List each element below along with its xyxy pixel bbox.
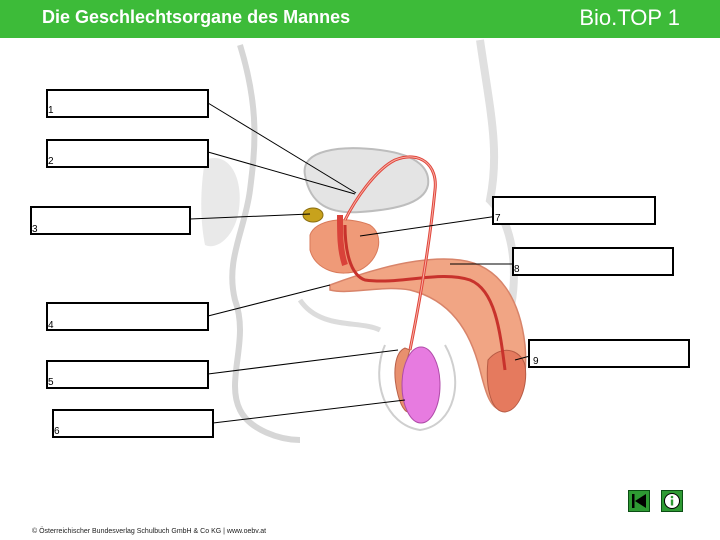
leader-line-9 bbox=[514, 355, 531, 361]
seminal-vesicle bbox=[302, 207, 324, 223]
copyright-footer: © Österreichischer Bundesverlag Schulbuc… bbox=[32, 528, 267, 535]
thigh-outline bbox=[297, 298, 382, 333]
header-bar: Die Geschlechtsorgane des Mannes Bio.TOP… bbox=[0, 0, 720, 38]
back-button[interactable] bbox=[628, 490, 650, 512]
label-box-9[interactable] bbox=[528, 339, 690, 368]
leader-line-6 bbox=[212, 399, 406, 424]
leader-line-1 bbox=[207, 102, 357, 194]
label-number-9: 9 bbox=[533, 356, 539, 367]
leader-line-3 bbox=[189, 213, 311, 220]
label-box-5[interactable] bbox=[46, 360, 209, 389]
label-number-3: 3 bbox=[32, 224, 38, 235]
hip-shadow bbox=[476, 39, 518, 342]
label-number-5: 5 bbox=[48, 377, 54, 388]
label-number-1: 1 bbox=[48, 105, 54, 116]
glans bbox=[486, 350, 527, 413]
scrotum-outline bbox=[378, 344, 457, 432]
testis bbox=[401, 346, 441, 424]
label-box-8[interactable] bbox=[512, 247, 674, 276]
label-box-1[interactable] bbox=[46, 89, 209, 118]
pelvic-bone bbox=[201, 158, 240, 247]
body-outline bbox=[229, 44, 301, 443]
label-box-2[interactable] bbox=[46, 139, 209, 168]
leader-line-2 bbox=[207, 151, 356, 195]
info-button[interactable] bbox=[661, 490, 683, 512]
leader-line-4 bbox=[207, 284, 331, 317]
label-box-3[interactable] bbox=[30, 206, 191, 235]
prostate bbox=[309, 219, 380, 274]
label-number-8: 8 bbox=[514, 264, 520, 275]
brand-label: Bio.TOP 1 bbox=[579, 5, 680, 30]
label-box-7[interactable] bbox=[492, 196, 656, 225]
page-title: Die Geschlechtsorgane des Mannes bbox=[42, 7, 351, 27]
leader-line-7 bbox=[359, 215, 499, 237]
vas-deferens-inner bbox=[344, 156, 436, 351]
label-number-4: 4 bbox=[48, 320, 54, 331]
info-icon bbox=[664, 493, 680, 509]
urethra bbox=[343, 224, 507, 371]
leader-line-5 bbox=[207, 349, 399, 375]
label-number-6: 6 bbox=[54, 426, 60, 437]
label-number-7: 7 bbox=[495, 213, 501, 224]
label-number-2: 2 bbox=[48, 156, 54, 167]
label-box-4[interactable] bbox=[46, 302, 209, 331]
label-box-6[interactable] bbox=[52, 409, 214, 438]
urethra-top bbox=[337, 214, 348, 266]
back-triangle-icon bbox=[632, 494, 646, 508]
urinary-bladder bbox=[303, 147, 430, 214]
